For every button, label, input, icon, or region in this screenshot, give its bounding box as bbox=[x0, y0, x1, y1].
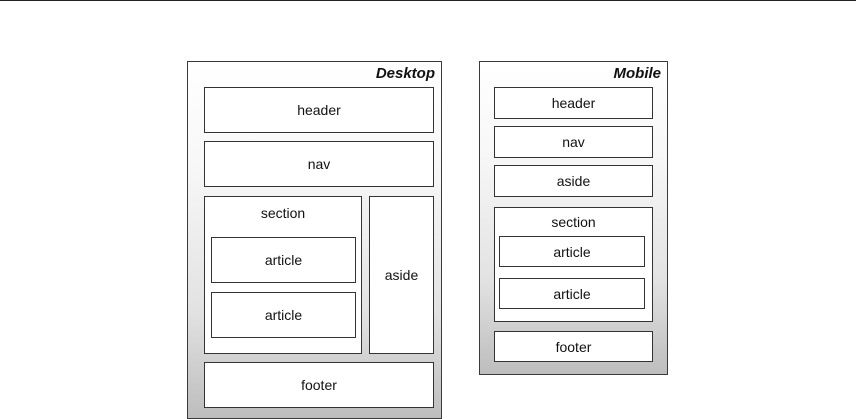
desktop-footer-block: footer bbox=[204, 362, 434, 408]
mobile-footer-block: footer bbox=[494, 331, 653, 362]
desktop-header-block: header bbox=[204, 87, 434, 133]
mobile-article-block-2: article bbox=[499, 278, 645, 309]
mobile-article-block-1: article bbox=[499, 236, 645, 267]
mobile-aside-block: aside bbox=[494, 165, 653, 197]
desktop-article-block-2: article bbox=[211, 292, 356, 338]
desktop-section-label: section bbox=[260, 205, 306, 221]
mobile-nav-block: nav bbox=[494, 126, 653, 158]
desktop-aside-block: aside bbox=[369, 196, 434, 354]
mobile-section-block: section article article bbox=[494, 207, 653, 322]
top-divider-line bbox=[0, 0, 856, 1]
mobile-section-label: section bbox=[551, 214, 596, 230]
mobile-layout-frame: Mobile header nav aside section article … bbox=[479, 61, 668, 375]
desktop-nav-block: nav bbox=[204, 141, 434, 187]
desktop-title: Desktop bbox=[375, 65, 435, 82]
desktop-section-block: section article article bbox=[204, 196, 362, 354]
desktop-article-block-1: article bbox=[211, 237, 356, 283]
desktop-layout-frame: Desktop header nav section article artic… bbox=[187, 61, 442, 419]
mobile-title: Mobile bbox=[613, 65, 662, 82]
mobile-header-block: header bbox=[494, 87, 653, 119]
